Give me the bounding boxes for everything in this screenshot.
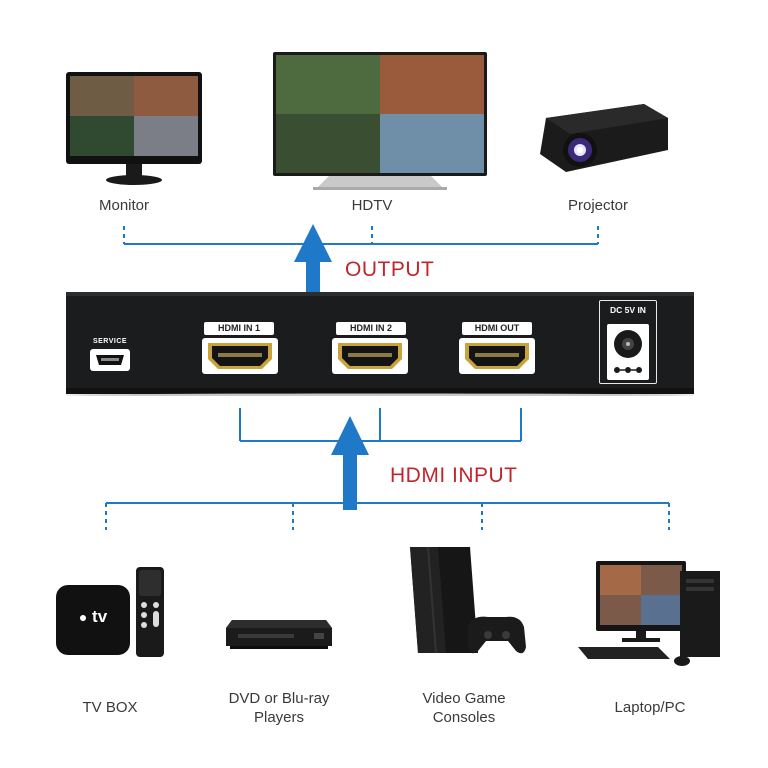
output-arrow bbox=[294, 224, 332, 322]
hdmi-in-2-label: HDMI IN 2 bbox=[336, 322, 406, 335]
hdmi-in-2-port[interactable] bbox=[332, 338, 408, 374]
apple-logo-icon: ● bbox=[78, 609, 88, 625]
hdmi-in-1-label: HDMI IN 1 bbox=[204, 322, 274, 335]
service-port[interactable] bbox=[90, 349, 130, 371]
dc-power-jack[interactable] bbox=[607, 324, 649, 380]
monitor-label: Monitor bbox=[98, 197, 150, 214]
tv-box-logo: ● tv bbox=[78, 607, 108, 626]
projector-label: Projector bbox=[567, 197, 629, 214]
monitor-icon bbox=[66, 72, 202, 185]
dc-in-label: DC 5V IN bbox=[610, 305, 646, 315]
input-device-bracket bbox=[105, 502, 670, 530]
hdtv-icon bbox=[273, 52, 487, 190]
laptop-pc-label: Laptop/PC bbox=[614, 699, 686, 716]
hdmi-out-label: HDMI OUT bbox=[462, 322, 532, 335]
tv-remote-icon bbox=[136, 567, 164, 657]
blu-ray-player-icon bbox=[226, 620, 332, 649]
input-port-bracket bbox=[239, 408, 522, 442]
game-console-label: Video Game Consoles bbox=[422, 690, 506, 726]
hdtv-label: HDTV bbox=[351, 197, 393, 214]
dc-in-panel bbox=[599, 300, 657, 384]
projector-icon bbox=[540, 104, 668, 172]
hdmi-in-1-port[interactable] bbox=[202, 338, 278, 374]
hdmi-switch-device: SERVICE HDMI IN 1 HDMI IN 2 HDMI OUT DC … bbox=[66, 292, 694, 396]
tv-box-label: TV BOX bbox=[82, 699, 138, 716]
input-arrow bbox=[331, 416, 369, 510]
hdmi-out-port[interactable] bbox=[459, 338, 535, 374]
switch-body bbox=[66, 292, 694, 396]
blu-ray-player-label: DVD or Blu-ray Players bbox=[228, 690, 330, 726]
output-bracket bbox=[123, 226, 599, 245]
hdmi-input-title: HDMI INPUT bbox=[390, 464, 518, 487]
output-title: OUTPUT bbox=[345, 258, 435, 281]
service-port-label: SERVICE bbox=[92, 338, 128, 345]
tv-box-icon: ● tv bbox=[56, 585, 130, 655]
desktop-pc-icon bbox=[578, 561, 720, 666]
game-console-icon bbox=[410, 546, 526, 654]
